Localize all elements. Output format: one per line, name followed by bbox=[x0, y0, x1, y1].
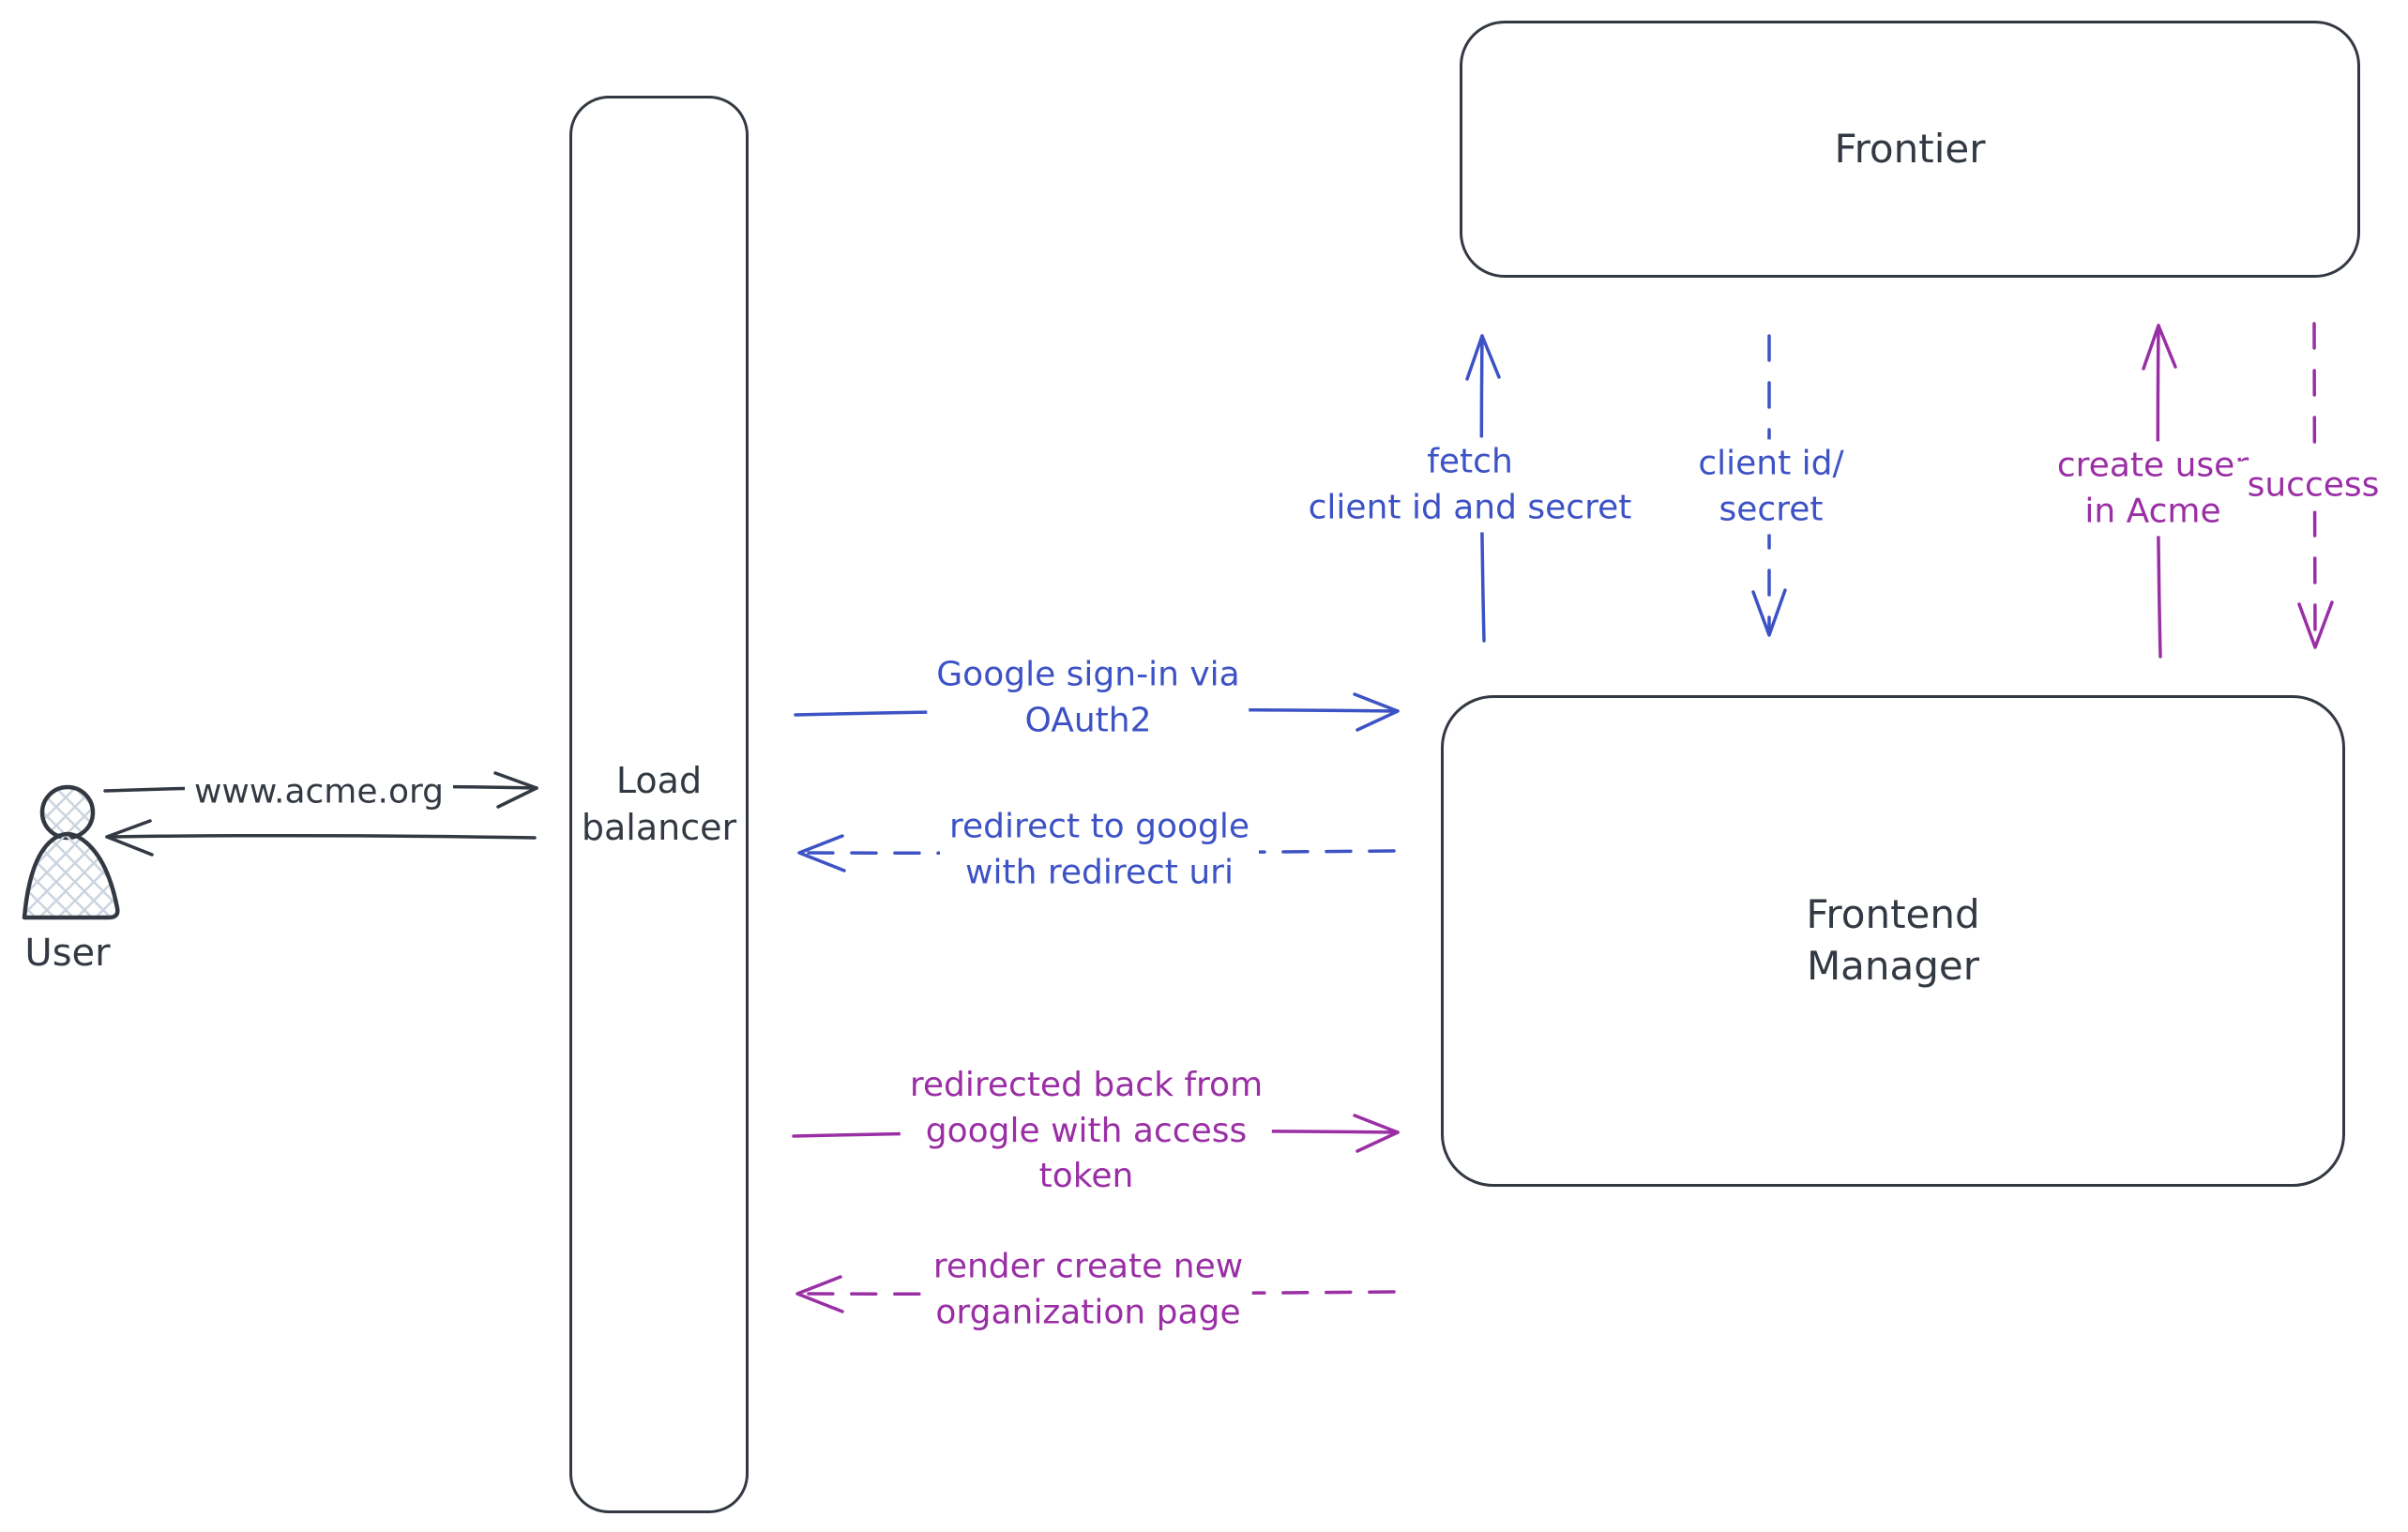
arrow-lb-response[interactable] bbox=[105, 819, 537, 857]
arrowhead-up-icon bbox=[1465, 334, 1501, 381]
arrowhead-up-icon bbox=[2142, 324, 2177, 371]
fetch-client-secret-label: fetch client id and secret bbox=[1298, 437, 1642, 533]
arrowhead-right-icon bbox=[493, 771, 538, 809]
google-signin-label: Google sign-in via OAuth2 bbox=[927, 650, 1249, 746]
arrowhead-down-icon bbox=[1751, 588, 1787, 637]
frontend-manager-label: Frontend Manager bbox=[1806, 891, 1980, 989]
arrowhead-left-icon bbox=[797, 834, 846, 872]
user-figure-head bbox=[39, 784, 96, 841]
client-id-secret-label: client id/ secret bbox=[1689, 439, 1854, 535]
create-user-label: create user in Acme bbox=[2047, 441, 2259, 537]
arrowhead-left-icon bbox=[795, 1275, 844, 1313]
arrowhead-right-icon bbox=[1353, 692, 1400, 732]
user-figure[interactable] bbox=[22, 784, 120, 920]
success-label: success bbox=[2237, 461, 2389, 511]
www-acme-label: www.acme.org bbox=[184, 767, 454, 818]
arrowhead-left-icon bbox=[105, 819, 154, 857]
node-frontier[interactable]: Frontier bbox=[1460, 21, 2360, 278]
frontier-label: Frontier bbox=[1834, 125, 1986, 172]
redirected-back-label: redirected back from google with access … bbox=[900, 1061, 1273, 1202]
node-frontend-manager[interactable]: Frontend Manager bbox=[1441, 695, 2345, 1187]
arrowhead-right-icon bbox=[1353, 1114, 1400, 1153]
user-figure-body bbox=[22, 831, 120, 920]
node-load-balancer[interactable]: Load balancer bbox=[569, 96, 749, 1513]
redirect-to-google-label: redirect to google with redirect uri bbox=[939, 802, 1260, 898]
user-label: User bbox=[24, 932, 111, 975]
render-org-page-label: render create new organization page bbox=[923, 1242, 1253, 1338]
arrowhead-down-icon bbox=[2297, 600, 2334, 649]
load-balancer-label: Load balancer bbox=[581, 760, 737, 848]
